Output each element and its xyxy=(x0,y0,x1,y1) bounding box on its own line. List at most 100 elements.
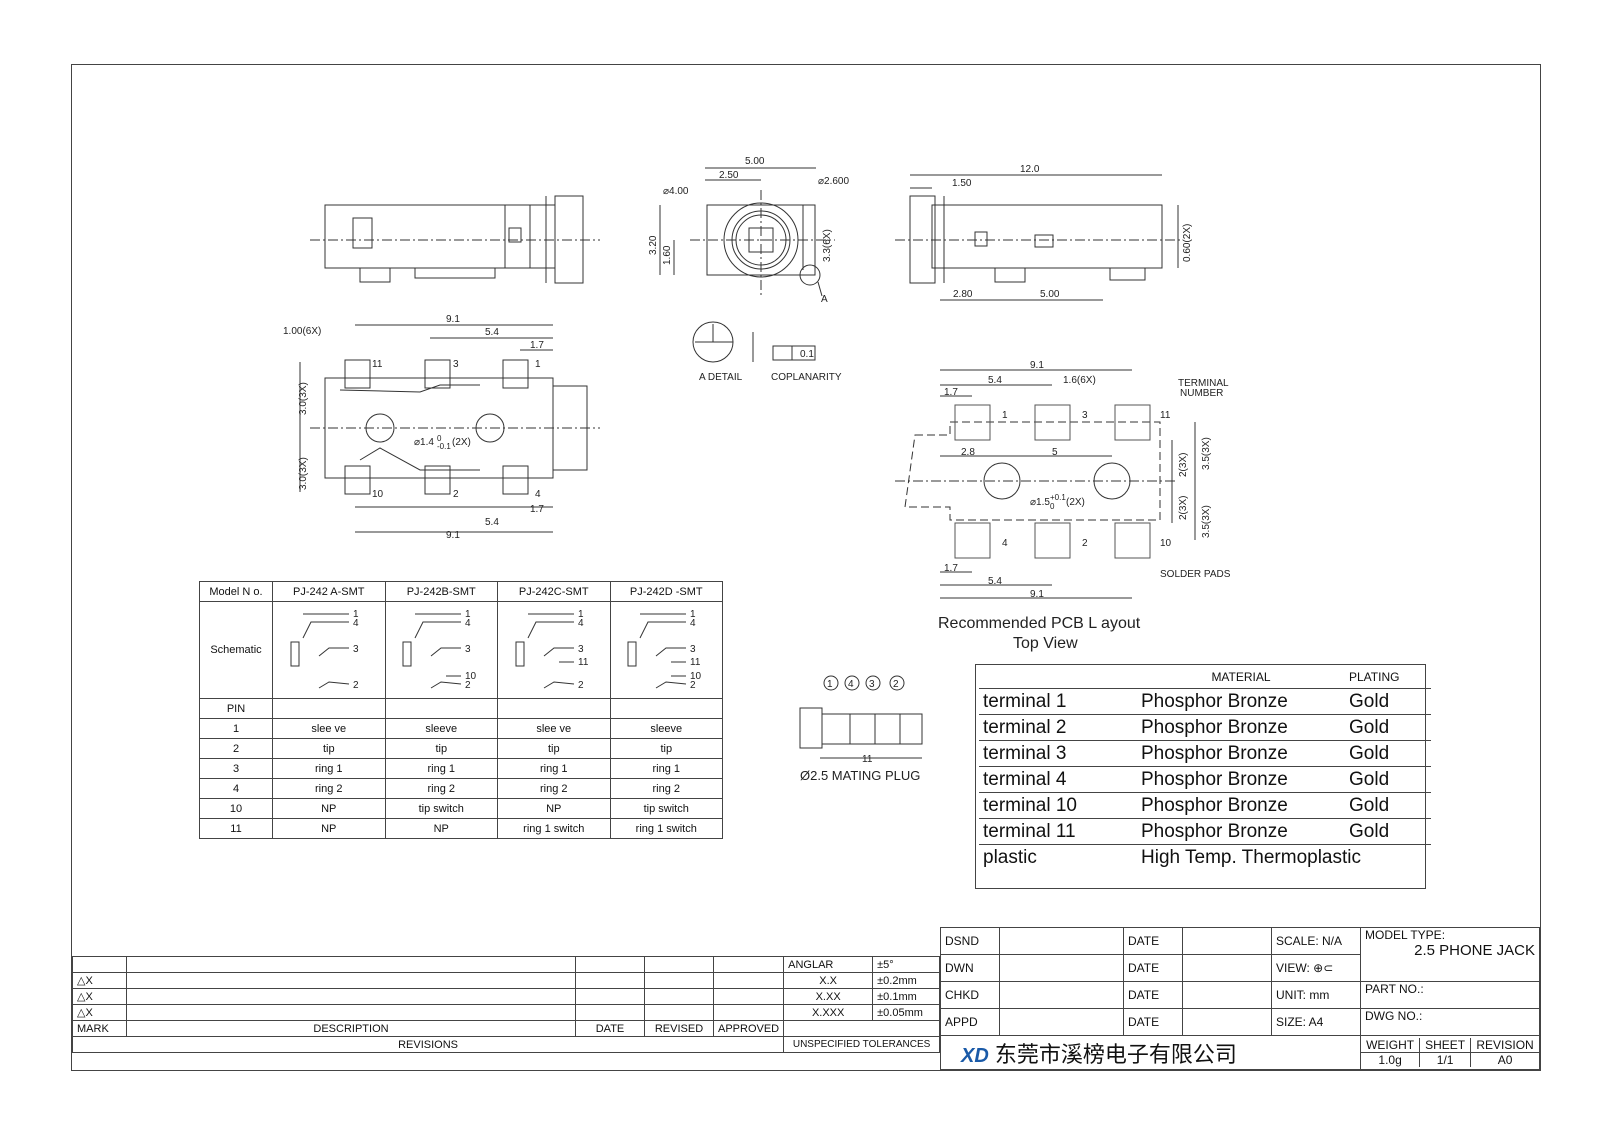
model-table: Model N o. PJ-242 A-SMT PJ-242B-SMT PJ-2… xyxy=(199,581,723,839)
detail-label: A DETAIL xyxy=(699,372,743,383)
table-cell: tip xyxy=(497,738,611,759)
schematic-pin: 3 xyxy=(353,644,359,655)
table-cell: ring 2 xyxy=(272,778,386,799)
pin-number: 2 xyxy=(1082,538,1088,549)
schematic-pin: 11 xyxy=(690,657,701,668)
table-cell: NP xyxy=(497,798,611,819)
pcb-layout-title: Recommended PCB L ayout xyxy=(938,615,1141,632)
rev-mark: △X xyxy=(72,988,127,1005)
tb-label: DATE xyxy=(1123,981,1183,1009)
dim-text: (2X) xyxy=(452,437,471,448)
tb-label: APPD xyxy=(940,1008,1000,1036)
table-cell: terminal 1 xyxy=(979,688,1137,715)
rev-footer: MARK xyxy=(72,1020,127,1037)
schematic-pin: 1 xyxy=(353,609,359,620)
detail-callout-a: A xyxy=(821,294,828,305)
dim-text: 5.4 xyxy=(988,375,1002,386)
pin-number: 1 xyxy=(1002,410,1008,421)
table-cell: NP xyxy=(272,798,386,819)
mating-plug xyxy=(799,707,923,759)
dim-text: 1.6(6X) xyxy=(1063,375,1096,386)
table-cell: tip switch xyxy=(384,798,498,819)
table-row: ANGLAR±5° xyxy=(72,956,940,973)
table-cell: terminal 3 xyxy=(979,740,1137,767)
table-cell: tip xyxy=(384,738,498,759)
dim-text: 5 xyxy=(1052,447,1058,458)
schematic-pin: 10 xyxy=(465,671,477,682)
tol-label: X.XX xyxy=(783,988,874,1005)
table-cell: ring 2 xyxy=(384,778,498,799)
model-type-value: 2.5 PHONE JACK xyxy=(1414,942,1535,959)
dim-text: 5.4 xyxy=(485,327,499,338)
dim-text: 9.1 xyxy=(1030,360,1044,371)
dim-text: 5.4 xyxy=(988,576,1002,587)
table-cell: Gold xyxy=(1345,792,1431,819)
table-row: DSND DATE SCALE: N/A MODEL TYPE: 2.5 PHO… xyxy=(940,927,1540,982)
table-header: PJ-242B-SMT xyxy=(384,581,498,602)
pin-number: 4 xyxy=(848,679,854,690)
table-cell: sleeve xyxy=(609,718,723,739)
table-cell: Phosphor Bronze xyxy=(1137,766,1345,793)
table-cell: Gold xyxy=(1345,714,1431,741)
solder-pads-label: SOLDER PADS xyxy=(1160,569,1231,580)
jack-side-view-left xyxy=(310,195,600,284)
drawing-frame xyxy=(71,64,1541,1071)
mating-plug-label: Ø2.5 MATING PLUG xyxy=(800,768,920,783)
table-header: PJ-242D -SMT xyxy=(609,581,723,602)
dim-tol-sub: 0 xyxy=(1050,502,1055,511)
view-cell: VIEW: ⊕⊂ xyxy=(1271,954,1361,982)
terminal-number-label: TERMINAL xyxy=(1178,378,1229,389)
table-cell: tip xyxy=(272,738,386,759)
table-cell: Gold xyxy=(1345,766,1431,793)
revision-label: REVISION xyxy=(1476,1038,1534,1052)
pin-number: 10 xyxy=(372,489,384,500)
model-type-label: MODEL TYPE: xyxy=(1365,928,1446,942)
dim-text: ⌀2.600 xyxy=(818,176,849,187)
dim-text: 3.0(3X) xyxy=(298,382,309,415)
dim-text: 9.1 xyxy=(1030,589,1044,600)
rev-footer: DATE xyxy=(575,1020,645,1037)
tol-label: X.XXX xyxy=(783,1004,874,1021)
schematic-pin: 3 xyxy=(465,644,471,655)
table-cell: Phosphor Bronze xyxy=(1137,740,1345,767)
table-header xyxy=(979,666,1137,689)
table-cell: Gold xyxy=(1345,740,1431,767)
dim-text: ⌀1.4 xyxy=(414,437,434,448)
pin-number: 3 xyxy=(1082,410,1088,421)
table-cell: 4 xyxy=(199,778,273,799)
dim-text: 1.7 xyxy=(530,340,544,351)
dim-text: 1.7 xyxy=(944,387,958,398)
tol-value: ±0.1mm xyxy=(872,988,940,1005)
table-cell: NP xyxy=(384,818,498,839)
table-row: PIN xyxy=(199,698,723,719)
tb-label: DATE xyxy=(1123,954,1183,982)
schematic-pin: 1 xyxy=(690,609,696,620)
schematic-label: Schematic xyxy=(199,601,273,699)
table-row: △X X.XX±0.1mm xyxy=(72,988,940,1005)
dim-text: 2(3X) xyxy=(1178,496,1189,520)
table-cell: High Temp. Thermoplastic xyxy=(1141,846,1362,868)
dim-text: 12.0 xyxy=(1020,164,1040,175)
table-cell: terminal 2 xyxy=(979,714,1137,741)
table-header-row: Model N o. PJ-242 A-SMT PJ-242B-SMT PJ-2… xyxy=(199,581,723,602)
coplanarity-label: COPLANARITY xyxy=(771,372,842,383)
tb-label: DWN xyxy=(940,954,1000,982)
table-row: CHKD DATE UNIT: mm PART NO.: xyxy=(940,981,1540,1009)
dim-text: 0.60(2X) xyxy=(1182,224,1193,262)
table-cell: NP xyxy=(272,818,386,839)
table-cell: Phosphor Bronze xyxy=(1137,792,1345,819)
dim-tol-sub: -0.1 xyxy=(437,442,451,451)
dim-text: 2.80 xyxy=(953,289,973,300)
size-label: SIZE: A4 xyxy=(1271,1008,1361,1036)
tb-label: CHKD xyxy=(940,981,1000,1009)
schematic-pin: 2 xyxy=(353,680,359,691)
